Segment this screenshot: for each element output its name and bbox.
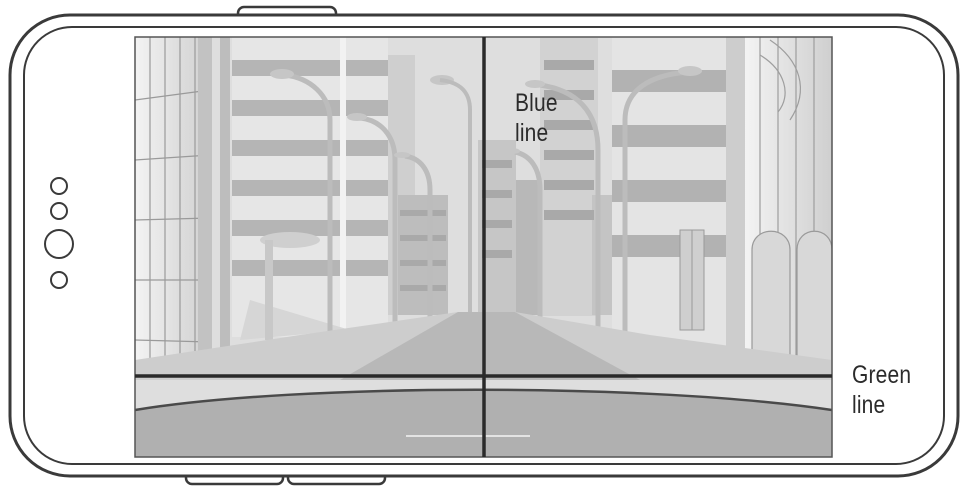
blue-line-label-word2: line <box>515 118 558 148</box>
green-line-label-word1: Green <box>852 360 911 390</box>
sensor-dot-icon <box>51 178 67 194</box>
right-striped-building <box>612 37 746 357</box>
right-glass-building <box>745 37 832 377</box>
sensor-dot-icon <box>51 203 67 219</box>
sensor-dot-icon <box>51 272 67 288</box>
green-line-label: Green line <box>852 360 911 420</box>
green-line-label-word2: line <box>852 390 911 420</box>
blue-line-label: Blue line <box>515 88 558 148</box>
camera-lens-icon <box>45 230 73 258</box>
blue-line-label-word1: Blue <box>515 88 558 118</box>
